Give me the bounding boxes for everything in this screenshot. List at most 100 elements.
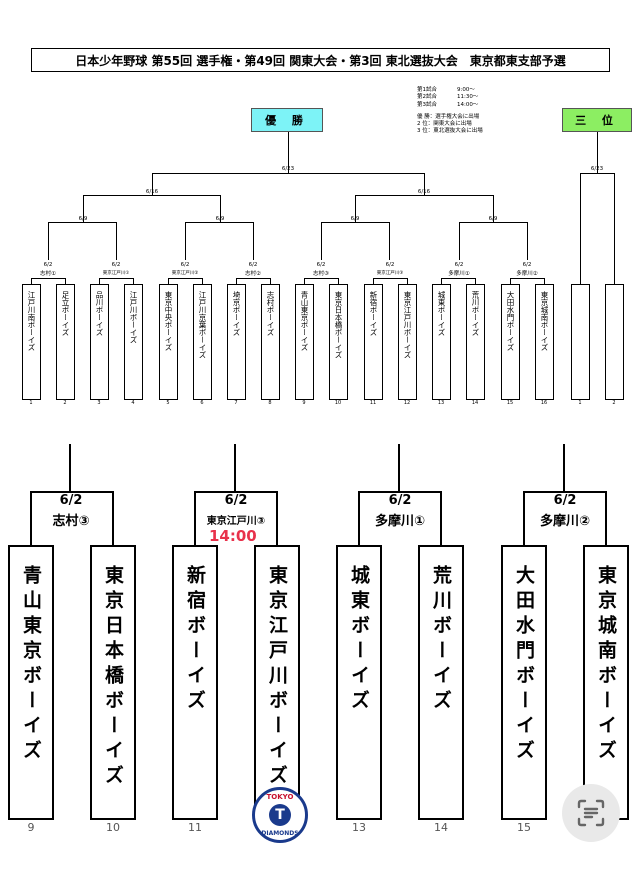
team-name: 埼京ボーイズ [232, 291, 241, 336]
zoom-match-date: 6/2 [224, 493, 248, 508]
logo-top-text: TOKYO [266, 793, 294, 801]
team-box: 荒川ボーイズ [466, 284, 485, 400]
team-name: 東京江戸川ボーイズ [403, 291, 412, 359]
legend-label: 第1試合 [417, 87, 437, 93]
match-venue: 志村① [40, 271, 56, 277]
zoom-match-venue: 多摩川① [374, 514, 426, 529]
seed-number: 11 [369, 400, 377, 406]
team-box: 城東ボーイズ [432, 284, 451, 400]
seed-number: 4 [131, 400, 135, 406]
legend-row: 第1試合 9:00～ [417, 87, 483, 94]
match-venue: 多摩川① [448, 271, 470, 277]
zoom-team-box: 城東ボーイズ [336, 545, 382, 820]
team-box-empty [571, 284, 590, 400]
seed-number: 7 [234, 400, 238, 406]
team-box: 東京江戸川ボーイズ [398, 284, 417, 400]
zoom-team-box: 大田水門ボーイズ [501, 545, 547, 820]
zoom-seed-number: 9 [27, 821, 35, 834]
legend-row: 第3試合 14:00～ [417, 102, 483, 109]
semifinal-date: 6/16 [145, 189, 159, 195]
scan-text-icon [577, 799, 605, 827]
seed-number: 8 [268, 400, 272, 406]
zoom-team-name: 東京城南ボーイズ [595, 565, 617, 765]
quarterfinal-date: 6/9 [350, 216, 360, 222]
zoom-team-box: 東京日本橋ボーイズ [90, 545, 136, 820]
legend-qualifier: 優 勝：選手権大会に出場 [417, 113, 480, 120]
seed-number: 1 [578, 400, 582, 406]
seed-number: 9 [302, 400, 306, 406]
team-name: 江戸川京葉ボーイズ [198, 291, 207, 359]
zoom-team-name: 東京日本橋ボーイズ [102, 565, 124, 790]
match-date: 6/2 [522, 262, 532, 268]
semifinal-date: 6/16 [417, 189, 431, 195]
team-name: 東京日本橋ボーイズ [334, 291, 343, 359]
champion-box: 優 勝 [251, 108, 323, 132]
scan-text-button[interactable] [562, 784, 620, 842]
team-box: 新宿ボーイズ [364, 284, 383, 400]
team-box: 青山東京ボーイズ [295, 284, 314, 400]
team-box: 江戸川京葉ボーイズ [193, 284, 212, 400]
seed-number: 15 [506, 400, 514, 406]
match-time-note: 14:00 [209, 527, 257, 545]
logo-bottom-text: DIAMONDS [261, 830, 299, 837]
seed-number: 6 [200, 400, 204, 406]
team-logo: TOKYO T DIAMONDS [252, 787, 308, 843]
match-date: 6/2 [180, 262, 190, 268]
match-venue: 東京江戸川③ [376, 271, 404, 276]
team-box: 江戸川南ボーイズ [22, 284, 41, 400]
zoom-match-date: 6/2 [553, 493, 577, 508]
zoom-team-name: 城東ボーイズ [348, 565, 370, 715]
zoom-team-box: 荒川ボーイズ [418, 545, 464, 820]
team-name: 大田水門ボーイズ [506, 291, 515, 351]
final-date: 6/23 [281, 166, 295, 172]
match-date: 6/2 [248, 262, 258, 268]
match-venue: 東京江戸川① [102, 271, 130, 276]
team-box: 江戸川ボーイズ [124, 284, 143, 400]
seed-number: 2 [63, 400, 67, 406]
match-date: 6/2 [111, 262, 121, 268]
legend-qualifier: 3 位：東北選抜大会に出場 [417, 128, 483, 135]
seed-number: 1 [29, 400, 33, 406]
seed-number: 13 [437, 400, 445, 406]
team-name: 足立ボーイズ [61, 291, 70, 336]
zoom-team-name: 青山東京ボーイズ [20, 565, 42, 765]
zoom-match-date: 6/2 [388, 493, 412, 508]
match-date: 6/2 [316, 262, 326, 268]
team-name: 品川ボーイズ [95, 291, 104, 336]
match-venue: 志村③ [313, 271, 329, 277]
legend-qualifier: 2 位：関東大会に出場 [417, 121, 472, 128]
quarterfinal-date: 6/9 [488, 216, 498, 222]
legend-label: 第3試合 [417, 101, 437, 108]
legend-time: 14:00～ [457, 101, 479, 108]
team-box: 埼京ボーイズ [227, 284, 246, 400]
team-box: 東京中央ボーイズ [159, 284, 178, 400]
seed-number: 5 [166, 400, 170, 406]
zoom-match-venue: 東京江戸川③ [206, 516, 266, 527]
zoom-team-box: 青山東京ボーイズ [8, 545, 54, 820]
match-venue: 多摩川② [516, 271, 538, 277]
team-name: 江戸川南ボーイズ [27, 291, 36, 351]
team-box: 東京城南ボーイズ [535, 284, 554, 400]
third-place-box: 三 位 [562, 108, 632, 132]
team-name: 荒川ボーイズ [471, 291, 480, 336]
seed-number: 14 [471, 400, 479, 406]
zoom-team-name: 新宿ボーイズ [184, 565, 206, 715]
team-name: 城東ボーイズ [437, 291, 446, 336]
team-name: 青山東京ボーイズ [300, 291, 309, 351]
zoom-seed-number: 11 [188, 821, 202, 834]
zoom-team-box: 東京城南ボーイズ [583, 545, 629, 820]
seed-number: 16 [540, 400, 548, 406]
team-name: 東京中央ボーイズ [164, 291, 173, 351]
team-box: 足立ボーイズ [56, 284, 75, 400]
quarterfinal-date: 6/9 [215, 216, 225, 222]
zoom-team-box: 新宿ボーイズ [172, 545, 218, 820]
seed-number: 12 [403, 400, 411, 406]
legend-time: 9:00～ [457, 87, 475, 93]
seed-number: 2 [612, 400, 616, 406]
zoom-match-venue: 志村③ [52, 514, 90, 529]
zoom-match-date: 6/2 [59, 493, 83, 508]
team-name: 新宿ボーイズ [369, 291, 378, 336]
zoom-team-name: 荒川ボーイズ [430, 565, 452, 715]
match-venue: 志村② [245, 271, 261, 277]
